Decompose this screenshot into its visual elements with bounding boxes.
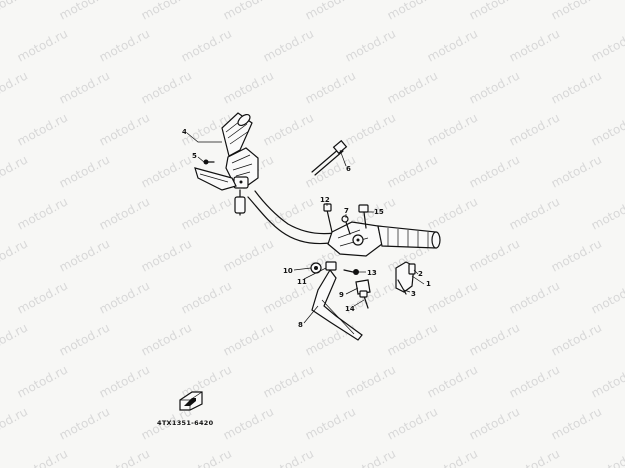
part-label-2: 2 [418,270,423,278]
screw-13 [343,269,359,275]
part-label-13: 13 [367,269,377,277]
diagram-code: 4TX1351-6420 [157,419,214,427]
left-grip [221,112,253,157]
cable-tie [311,139,348,176]
bolt-12 [323,203,333,233]
left-switch-housing [225,147,259,216]
screw-7 [341,215,351,235]
screw-14 [359,290,369,309]
part-label-12: 12 [320,196,330,204]
part-label-11: 11 [297,278,307,286]
part-label-4: 4 [182,128,187,136]
front-direction-badge [179,391,203,411]
right-grip [377,225,441,249]
part-label-14: 14 [345,305,355,313]
part-label-1: 1 [426,280,431,288]
leader-lines [186,132,425,324]
part-label-5: 5 [192,152,197,160]
switch-part-1-2-3 [395,261,416,295]
part-label-7: 7 [344,207,349,215]
part-label-9: 9 [339,291,344,299]
part-labels: 4 5 6 12 7 15 10 11 13 9 14 2 1 3 8 [182,128,431,329]
part-label-15: 15 [374,208,384,216]
part-label-6: 6 [346,165,351,173]
front-brake-lever [311,268,363,341]
part-label-10: 10 [283,267,293,275]
screw-5 [203,159,215,165]
washer-11 [325,261,337,271]
right-switch-housing [327,221,383,257]
part-label-3: 3 [411,290,416,298]
part-label-8: 8 [298,321,303,329]
handlebar [247,190,349,245]
left-lever [194,167,237,191]
screw-15 [358,204,369,229]
